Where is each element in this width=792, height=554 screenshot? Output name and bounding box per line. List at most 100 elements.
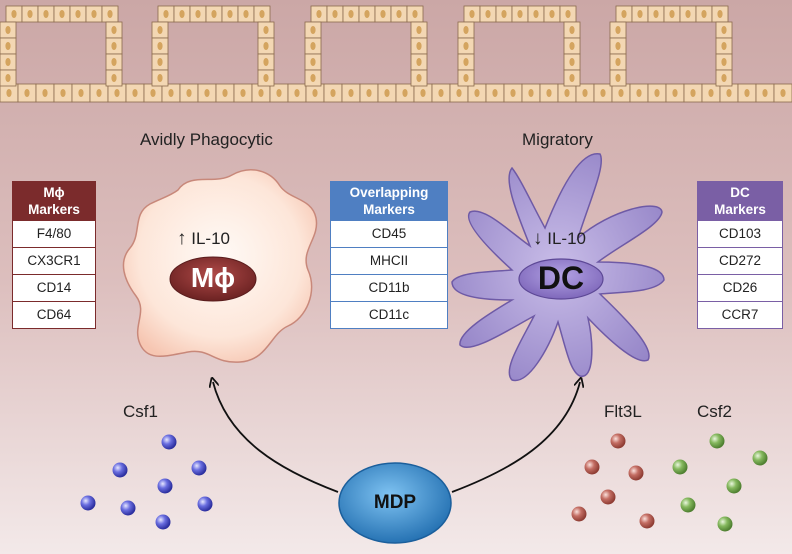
csf2-bead <box>709 433 725 449</box>
flt3l-bead <box>571 506 587 522</box>
epithelial-nucleus <box>43 10 49 18</box>
epithelial-nucleus <box>27 10 33 18</box>
epithelial-nucleus <box>132 89 138 97</box>
epithelial-nucleus <box>636 89 642 97</box>
epithelial-nucleus <box>565 10 571 18</box>
epithelial-nucleus <box>276 89 282 97</box>
epithelial-nucleus <box>42 89 48 97</box>
dendritic-cell-nucleus <box>518 258 604 300</box>
csf2-label: Csf2 <box>697 402 732 421</box>
epithelial-nucleus <box>615 42 621 50</box>
csf1-bead <box>80 495 96 511</box>
growth-factor-beads <box>80 433 768 532</box>
epithelial-nucleus <box>721 74 727 82</box>
overlapping-markers-panel: Overlapping Markers CD45 MHCII CD11b CD1… <box>330 181 448 329</box>
csf1-bead <box>161 434 177 450</box>
epithelial-nucleus <box>690 89 696 97</box>
epithelial-nucleus <box>600 89 606 97</box>
flt3l-bead <box>610 433 626 449</box>
epithelial-nucleus <box>195 10 201 18</box>
arrow-mdp-to-macrophage <box>213 382 339 493</box>
csf1-label: Csf1 <box>123 402 158 421</box>
csf2-bead <box>752 450 768 466</box>
intestinal-epithelium <box>0 5 792 103</box>
epithelial-nucleus <box>420 89 426 97</box>
epithelial-nucleus <box>412 10 418 18</box>
epithelial-nucleus <box>582 89 588 97</box>
epithelial-nucleus <box>348 10 354 18</box>
epithelial-nucleus <box>204 89 210 97</box>
flt3l-bead <box>584 459 600 475</box>
epithelial-nucleus <box>672 89 678 97</box>
epithelial-nucleus <box>157 42 163 50</box>
epithelial-nucleus <box>416 26 422 34</box>
dc-markers-panel: DC Markers CD103 CD272 CD26 CCR7 <box>697 181 783 329</box>
epithelial-nucleus <box>780 89 786 97</box>
epithelial-nucleus <box>310 74 316 82</box>
epithelial-nucleus <box>569 42 575 50</box>
mdp-label: MDP <box>373 492 417 513</box>
epithelial-nucleus <box>243 10 249 18</box>
epithelial-nucleus <box>615 74 621 82</box>
epithelial-nucleus <box>463 26 469 34</box>
epithelial-nucleus <box>78 89 84 97</box>
epithelial-nucleus <box>312 89 318 97</box>
csf2-bead <box>680 497 696 513</box>
epithelial-nucleus <box>569 74 575 82</box>
csf1-bead <box>191 460 207 476</box>
marker-row: CD272 <box>698 247 782 274</box>
marker-row: CD64 <box>13 301 95 328</box>
arrow-mdp-to-dc <box>451 382 580 493</box>
epithelial-nucleus <box>726 89 732 97</box>
epithelial-nucleus <box>474 89 480 97</box>
epithelial-nucleus <box>227 10 233 18</box>
macrophage-label: Mϕ <box>190 262 236 293</box>
epithelial-nucleus <box>721 58 727 66</box>
dc-markers-header: DC Markers <box>698 182 782 220</box>
epithelial-nucleus <box>263 42 269 50</box>
csf1-bead <box>120 500 136 516</box>
overlapping-markers-header: Overlapping Markers <box>331 182 447 220</box>
marker-row: CD45 <box>331 220 447 247</box>
epithelial-nucleus <box>396 10 402 18</box>
epithelial-nucleus <box>111 26 117 34</box>
epithelial-nucleus <box>157 58 163 66</box>
heading-avidly-phagocytic: Avidly Phagocytic <box>140 130 273 149</box>
macrophage-nucleus <box>169 256 257 302</box>
epithelial-nucleus <box>11 10 17 18</box>
flt3l-label: Flt3L <box>604 402 642 421</box>
epithelial-nucleus <box>179 10 185 18</box>
marker-row: CD103 <box>698 220 782 247</box>
macrophage-il10-label: ↑ IL-10 <box>177 228 230 249</box>
epithelial-nucleus <box>416 42 422 50</box>
epithelial-nucleus <box>75 10 81 18</box>
epithelial-nucleus <box>485 10 491 18</box>
epithelial-nucleus <box>157 26 163 34</box>
epithelial-nucleus <box>107 10 113 18</box>
epithelial-nucleus <box>685 10 691 18</box>
epithelial-nucleus <box>618 89 624 97</box>
epithelial-nucleus <box>59 10 65 18</box>
epithelial-nucleus <box>621 10 627 18</box>
epithelial-nucleus <box>708 89 714 97</box>
epithelial-nucleus <box>463 58 469 66</box>
epithelial-nucleus <box>157 74 163 82</box>
epithelial-nucleus <box>310 42 316 50</box>
up-arrow-icon: ↑ <box>177 228 187 249</box>
epithelial-nucleus <box>263 74 269 82</box>
epithelial-nucleus <box>150 89 156 97</box>
csf1-bead <box>155 514 171 530</box>
dc-il10-label: ↓ IL-10 <box>533 228 586 249</box>
epithelial-nucleus <box>163 10 169 18</box>
epithelial-nucleus <box>416 74 422 82</box>
marker-row: CCR7 <box>698 301 782 328</box>
epithelial-nucleus <box>364 10 370 18</box>
macrophage-markers-panel: Mϕ Markers F4/80 CX3CR1 CD14 CD64 <box>12 181 96 329</box>
epithelial-nucleus <box>111 74 117 82</box>
epithelial-nucleus <box>263 26 269 34</box>
epithelial-nucleus <box>528 89 534 97</box>
marker-row: F4/80 <box>13 220 95 247</box>
down-arrow-icon: ↓ <box>533 228 543 249</box>
epithelial-nucleus <box>114 89 120 97</box>
flt3l-bead <box>600 489 616 505</box>
